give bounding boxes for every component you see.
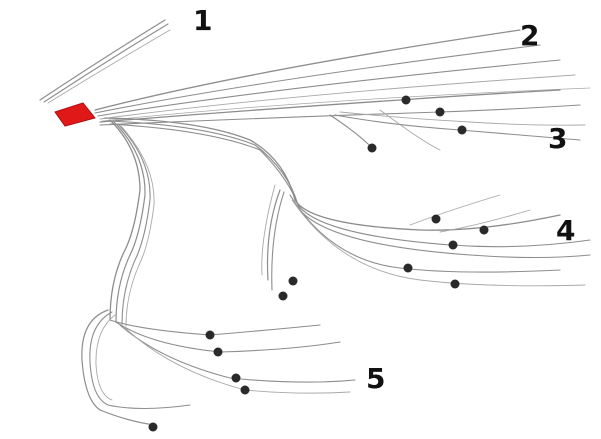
- node: [436, 108, 445, 117]
- node: [232, 374, 241, 383]
- branch-1-strands: [40, 20, 170, 103]
- branch-2-strands: [95, 30, 590, 121]
- label-3: 3: [548, 122, 567, 155]
- node: [404, 264, 413, 273]
- nodes: [149, 96, 489, 432]
- node: [402, 96, 411, 105]
- node: [458, 126, 467, 135]
- node: [241, 386, 250, 395]
- label-2: 2: [520, 19, 539, 52]
- node: [449, 241, 458, 250]
- label-4: 4: [556, 214, 575, 247]
- node: [289, 277, 298, 286]
- node: [279, 292, 288, 301]
- label-5: 5: [366, 362, 385, 395]
- node: [149, 423, 158, 432]
- node: [432, 215, 441, 224]
- branch-5-strands: [82, 120, 355, 425]
- node: [368, 144, 377, 153]
- origin-marker: [55, 103, 95, 126]
- branch-4-strands: [105, 118, 590, 290]
- node: [214, 348, 223, 357]
- node: [451, 280, 460, 289]
- label-1: 1: [193, 4, 212, 37]
- node: [480, 226, 489, 235]
- node: [206, 331, 215, 340]
